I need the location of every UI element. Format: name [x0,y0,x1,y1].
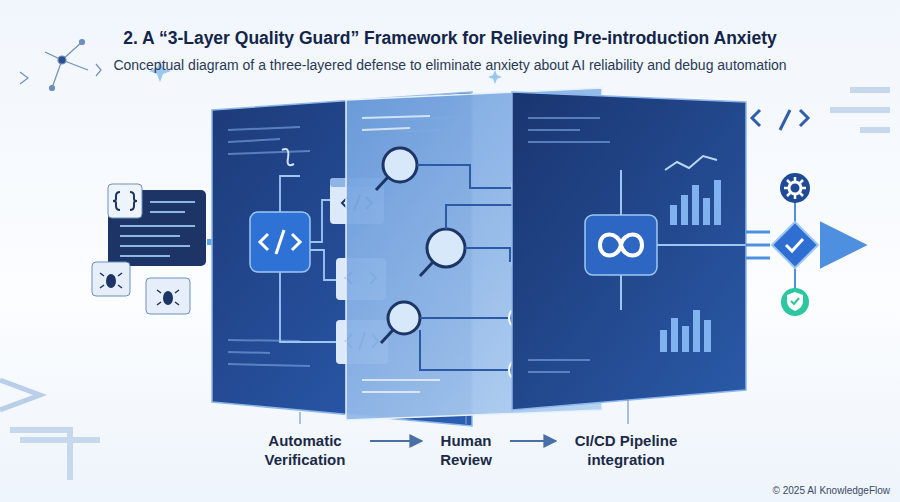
output-icons [746,173,858,316]
flow-arrow [510,440,556,442]
layer-name: CI/CD Pipeline integration [566,432,686,470]
layer-name: Automatic Verification [250,432,360,470]
layer-label: Human Review [428,430,504,472]
input-code [92,184,206,314]
pipeline-panel [512,92,746,410]
copyright-note: © 2025 AI KnowledgeFlow [773,485,890,496]
deco-chevron [0,380,40,410]
layer-label: CI/CD Pipeline integration [562,430,690,472]
layer-name: Human Review [432,432,500,470]
code-glyph [752,110,808,130]
flow-arrow [370,440,422,442]
title: 2. A “3-Layer Quality Guard” Framework f… [0,28,900,49]
network-icon [20,40,101,91]
panel-stands [300,400,628,424]
caption: Conceptual diagram of a three-layered de… [0,57,900,73]
layer-label: Automatic Verification [246,430,364,472]
